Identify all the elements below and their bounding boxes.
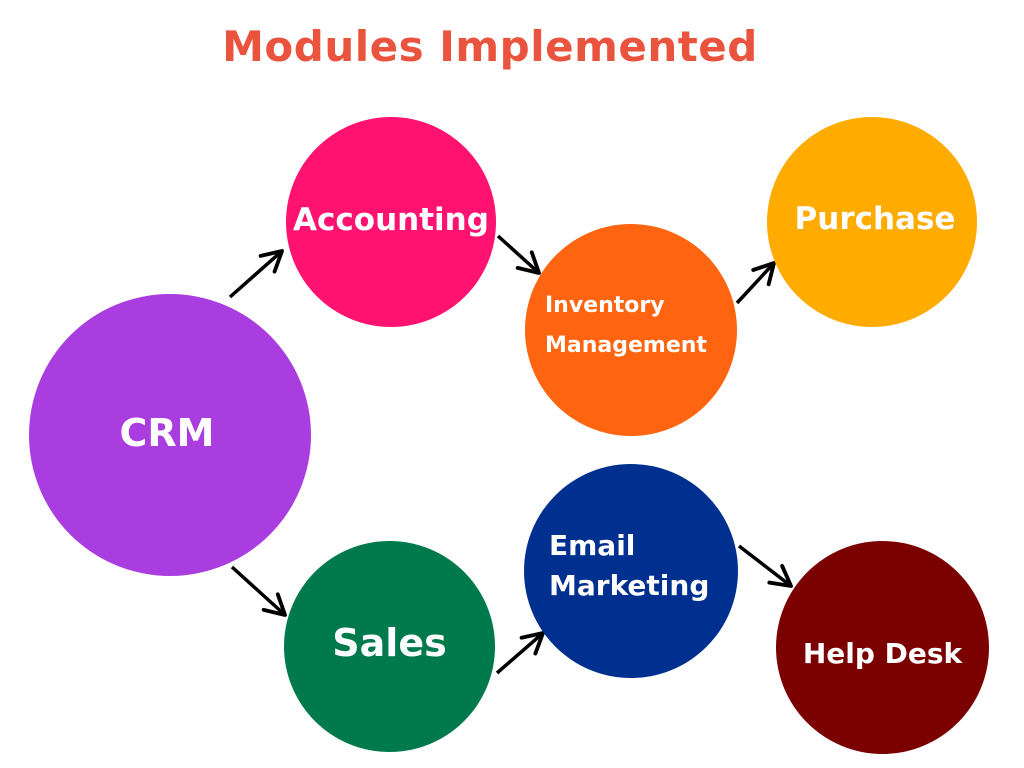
inventory-management-node: Inventory Management xyxy=(525,224,737,436)
help-desk-node: Help Desk xyxy=(776,541,989,754)
arrow-sales-to-email xyxy=(495,631,545,675)
arrow-crm-to-sales xyxy=(230,565,287,617)
crm-node: CRM xyxy=(29,294,311,576)
purchase-label: Purchase xyxy=(794,201,956,237)
arrow-inventory-to-purchase xyxy=(735,261,776,305)
arrow-email-to-helpdesk xyxy=(737,544,793,588)
email-marketing-node: Email Marketing xyxy=(524,464,738,678)
accounting-node: Accounting xyxy=(286,117,496,327)
crm-label: CRM xyxy=(119,411,215,455)
page-title: Modules Implemented xyxy=(222,22,758,71)
inventory-label-line-2: Management xyxy=(545,333,707,358)
purchase-node: Purchase xyxy=(767,117,977,327)
accounting-label: Accounting xyxy=(293,202,489,238)
sales-label: Sales xyxy=(332,620,447,665)
email-label-line-1: Email xyxy=(549,529,636,562)
arrow-accounting-to-inventory xyxy=(496,234,541,275)
email-label-line-2: Marketing xyxy=(549,569,710,602)
arrow-crm-to-accounting xyxy=(228,249,284,299)
sales-node: Sales xyxy=(284,541,495,752)
inventory-label-line-1: Inventory xyxy=(545,293,665,318)
helpdesk-label: Help Desk xyxy=(802,637,963,670)
